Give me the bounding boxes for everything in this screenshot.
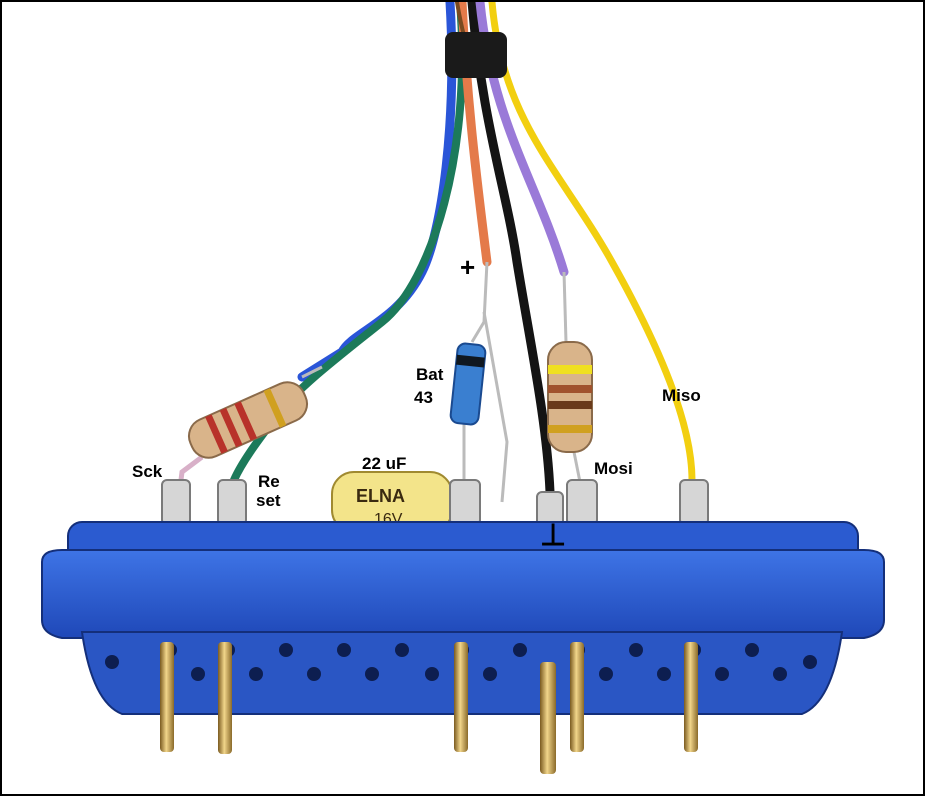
label-re: Re — [258, 472, 280, 491]
resistor-sck — [174, 365, 323, 513]
label-bat: Bat — [416, 365, 444, 384]
plus-symbol: + — [460, 252, 476, 282]
connector-pins — [160, 642, 698, 774]
label-22uf: 22 uF — [362, 454, 407, 473]
resistor-mosi — [547, 271, 593, 483]
label-mosi: Mosi — [594, 459, 633, 478]
label-sck: Sck — [132, 462, 163, 481]
label-43: 43 — [414, 388, 433, 407]
wire-black — [467, 2, 555, 497]
label-set: set — [256, 491, 281, 510]
cable-tie — [445, 32, 507, 78]
diode-bat43 — [449, 261, 509, 503]
capacitor-brand: ELNA — [356, 486, 405, 506]
wire-yellow — [488, 2, 696, 484]
wire-bundle — [230, 2, 696, 497]
wire-blue — [297, 2, 457, 382]
ground-symbol: ⊥ — [540, 519, 567, 552]
label-miso: Miso — [662, 386, 701, 405]
